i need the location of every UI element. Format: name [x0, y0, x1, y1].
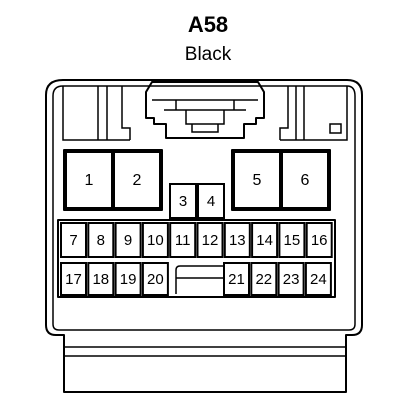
pin-number: 3 [179, 193, 187, 210]
pin-cavity-13: 13 [223, 222, 251, 258]
pin-cavity-outline [169, 222, 197, 258]
pin-cavity-outline [169, 183, 197, 219]
pin-number: 13 [229, 232, 246, 249]
pin-cavity-2: 2 [113, 151, 161, 209]
pin-number: 7 [69, 232, 77, 249]
pin-number: 6 [301, 172, 310, 189]
pin-cavity-20: 20 [141, 262, 169, 296]
connector-color: Black [184, 44, 232, 65]
pin-cavity-8: 8 [87, 222, 115, 258]
pin-cavity-outline [60, 222, 87, 258]
pin-cavity-outline [141, 222, 169, 258]
pin-cavity-outline [281, 151, 329, 209]
pin-cavity-outline [251, 222, 279, 258]
pin-cavity-outline [113, 151, 161, 209]
pin-number: 19 [120, 271, 137, 288]
pin-cavity-14: 14 [251, 222, 279, 258]
pin-cavity-3: 3 [169, 183, 197, 219]
pin-cavity-23: 23 [277, 262, 305, 296]
pin-number: 10 [147, 232, 164, 249]
pin-cavity-outline [196, 222, 224, 258]
pin-number: 22 [255, 271, 272, 288]
pin-cavity-outline [114, 222, 142, 258]
pin-cavity-outline [233, 151, 281, 209]
pin-number: 17 [65, 271, 82, 288]
pin-cavity-10: 10 [141, 222, 169, 258]
pin-cavity-11: 11 [169, 222, 197, 258]
pin-number: 15 [284, 232, 301, 249]
pin-number: 2 [133, 172, 142, 189]
pin-cavity-19: 19 [114, 262, 142, 296]
pin-cavity-outline [60, 262, 87, 296]
pin-cavity-outline [223, 222, 251, 258]
pin-number: 14 [256, 232, 273, 249]
pin-cavity-1: 1 [65, 151, 113, 209]
pin-number: 1 [85, 172, 94, 189]
pin-number: 21 [228, 271, 245, 288]
pin-number: 11 [175, 232, 191, 249]
pin-cavity-5: 5 [233, 151, 281, 209]
pin-cavity-outline [114, 262, 142, 296]
pin-cavity-12: 12 [196, 222, 224, 258]
pin-cavity-18: 18 [87, 262, 115, 296]
pin-cavity-outline [87, 262, 115, 296]
pin-cavity-9: 9 [114, 222, 142, 258]
pin-number: 23 [283, 271, 300, 288]
pin-cavity-outline [223, 262, 250, 296]
pin-cavity-7: 7 [60, 222, 87, 258]
pin-number: 20 [147, 271, 164, 288]
pin-cavity-21: 21 [223, 262, 250, 296]
pin-number: 24 [310, 271, 327, 288]
pin-cavity-outline [141, 262, 169, 296]
pin-cavity-outline [65, 151, 113, 209]
pin-cavity-16: 16 [305, 222, 333, 258]
connector-id: A58 [187, 12, 229, 37]
pin-cavity-outline [278, 222, 306, 258]
pin-number: 18 [92, 271, 109, 288]
pin-cavity-4: 4 [197, 183, 225, 219]
pin-cavity-outline [304, 262, 332, 296]
pin-cavity-outline [250, 262, 278, 296]
pin-number: 9 [124, 232, 132, 249]
pin-number: 4 [207, 193, 215, 210]
pin-cavity-outline [197, 183, 225, 219]
pin-cavity-outline [87, 222, 115, 258]
connector-housing [45, 79, 363, 393]
pin-number: 16 [311, 232, 328, 249]
pin-cavity-6: 6 [281, 151, 329, 209]
pin-cavity-outline [277, 262, 305, 296]
pin-number: 8 [97, 232, 105, 249]
pin-cavity-22: 22 [250, 262, 278, 296]
pin-number: 5 [253, 172, 262, 189]
pin-number: 12 [202, 232, 219, 249]
pin-cavity-17: 17 [60, 262, 87, 296]
pin-cavity-outline [305, 222, 333, 258]
pin-cavity-24: 24 [304, 262, 332, 296]
pin-cavity-15: 15 [278, 222, 306, 258]
